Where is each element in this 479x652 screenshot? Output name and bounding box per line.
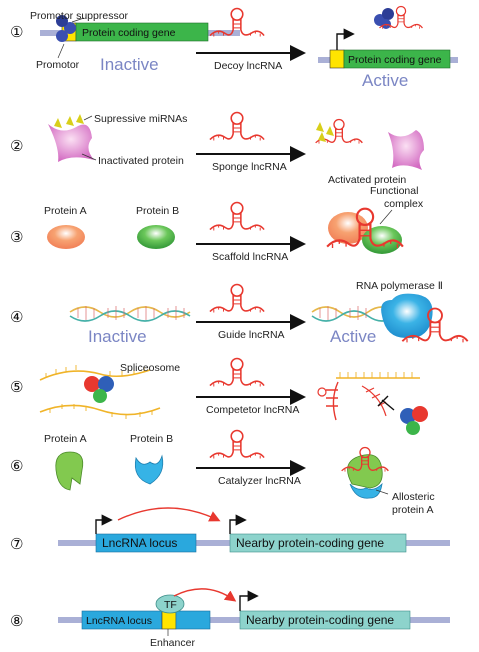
row-number: ① — [10, 23, 23, 41]
tss-arrow — [229, 514, 247, 534]
functional-label: Functional — [370, 185, 418, 197]
protein-a2-label: protein A — [392, 504, 433, 516]
allosteric-label: Allosteric — [392, 491, 435, 503]
inactivated-protein-shape — [48, 124, 94, 162]
row-3-scaffold: ③ Protein A Protein B Scaffold lncRNA Fu… — [10, 185, 424, 263]
inactivated-label: Inactivated protein — [98, 155, 184, 167]
pre-mrna-strand — [39, 404, 161, 416]
row-1-decoy: ① Protein coding gene Promotor suppresso… — [10, 5, 458, 90]
complex-label: complex — [384, 198, 424, 210]
protein-b-shape — [137, 225, 175, 249]
tss-arrow — [239, 590, 259, 611]
active-label: Active — [362, 71, 408, 90]
tf-shape — [155, 594, 185, 614]
tss-arrow — [336, 28, 355, 50]
promotor-box — [329, 49, 345, 69]
protein-b-shape — [362, 226, 402, 254]
protein-b-label: Protein B — [136, 205, 179, 217]
lncrna-icon — [209, 429, 265, 460]
polymerase-label: RNA polymerase Ⅱ — [356, 280, 443, 292]
tss-arrow — [95, 514, 113, 534]
gene-label: Protein coding gene — [82, 27, 176, 39]
protein-a-shape — [347, 454, 383, 489]
protein-a-shape — [47, 225, 85, 249]
mechanism-label: Guide lncRNA — [218, 329, 285, 341]
inactive-label: Inactive — [88, 327, 147, 346]
spliceosome-label: Spliceosome — [120, 362, 180, 374]
suppressor-blob — [56, 15, 68, 27]
mechanism-label: Decoy lncRNA — [214, 60, 282, 72]
active-label: Active — [330, 327, 376, 346]
gene-box — [75, 22, 209, 42]
lncrna-icon — [361, 385, 387, 417]
protein-a-shape — [328, 212, 368, 244]
dna-helix-left — [69, 306, 191, 322]
protein-b-shape — [349, 482, 383, 499]
lncrna-icon — [326, 381, 339, 421]
mechanism-label: Sponge lncRNA — [212, 161, 287, 173]
row-number: ③ — [10, 228, 23, 246]
activated-label: Activated protein — [328, 174, 406, 186]
lncrna-locus-box — [95, 533, 197, 553]
spliceosome-subunit — [93, 389, 107, 403]
row-number: ⑤ — [10, 378, 23, 396]
nearby-label: Nearby protein-coding gene — [236, 536, 384, 550]
row-6-catalyzer: ⑥ Protein A Protein B Catalyzer lncRNA A… — [10, 429, 435, 516]
suppressor-blob — [56, 30, 68, 42]
mechanism-label: Scaffold lncRNA — [212, 251, 288, 263]
spliceosome-subunit — [406, 421, 420, 435]
suppressor-label: Promotor suppressor — [30, 10, 129, 22]
regulation-arrow — [117, 507, 221, 522]
protein-a-label: Protein A — [44, 205, 87, 217]
row-4-guide: ④ Inactive Guide lncRNA RNA polymerase Ⅱ… — [10, 280, 470, 346]
tf-label: TF — [164, 599, 177, 611]
gene-box — [343, 49, 451, 69]
inactive-label: Inactive — [100, 55, 159, 74]
spliceosome-subunit — [98, 376, 114, 392]
gene-label: Protein coding gene — [348, 54, 442, 66]
row-number: ② — [10, 137, 23, 155]
mechanism-label: Competetor lncRNA — [206, 404, 299, 416]
row-number: ⑦ — [10, 535, 23, 553]
pre-mrna-strand — [39, 369, 151, 381]
inhibition-bar — [377, 395, 389, 407]
row-8-enhancer: ⑧ LncRNA locus TF Nearby protein-coding … — [10, 588, 450, 649]
row-number: ⑧ — [10, 612, 23, 630]
mirna-label: Supressive miRNAs — [94, 113, 187, 125]
protein-b-label: Protein B — [130, 433, 173, 445]
nearby-gene-box — [239, 610, 411, 630]
lncrna-icon — [209, 201, 265, 232]
protein-a-label: Protein A — [44, 433, 87, 445]
regulation-arrow — [173, 588, 237, 602]
spliceosome-subunit — [400, 408, 416, 424]
row-number: ④ — [10, 308, 23, 326]
spliceosome-subunit — [412, 406, 428, 422]
locus-label: LncRNA locus — [102, 536, 177, 550]
lncrna-icon — [209, 357, 265, 388]
lncrna-locus-box — [175, 610, 211, 630]
protein-a-shape — [55, 451, 84, 491]
row-7-cis: ⑦ LncRNA locus Nearby protein-coding gen… — [10, 507, 450, 553]
lncrna-icon — [209, 283, 265, 314]
suppressor-blob — [382, 8, 394, 20]
enhancer-box — [161, 610, 177, 630]
row-number: ⑥ — [10, 457, 23, 475]
suppressor-blob — [64, 22, 76, 34]
nearby-gene-box — [229, 533, 407, 553]
lncrna-icon — [209, 111, 265, 142]
row-2-sponge: ② Supressive miRNAs Inactivated protein … — [10, 111, 424, 186]
mechanism-label: Catalyzer lncRNA — [218, 475, 301, 487]
protein-b-shape — [134, 454, 164, 485]
activated-protein-shape — [388, 130, 424, 170]
promotor-label: Promotor — [36, 59, 80, 71]
enhancer-label: Enhancer — [150, 637, 195, 649]
nearby-label: Nearby protein-coding gene — [246, 613, 394, 627]
locus-label: LncRNA locus — [86, 615, 152, 627]
spliceosome-subunit — [84, 376, 100, 392]
rna-polymerase-shape — [381, 293, 433, 339]
row-5-competetor: ⑤ Spliceosome Competetor lncRNA — [10, 357, 428, 435]
